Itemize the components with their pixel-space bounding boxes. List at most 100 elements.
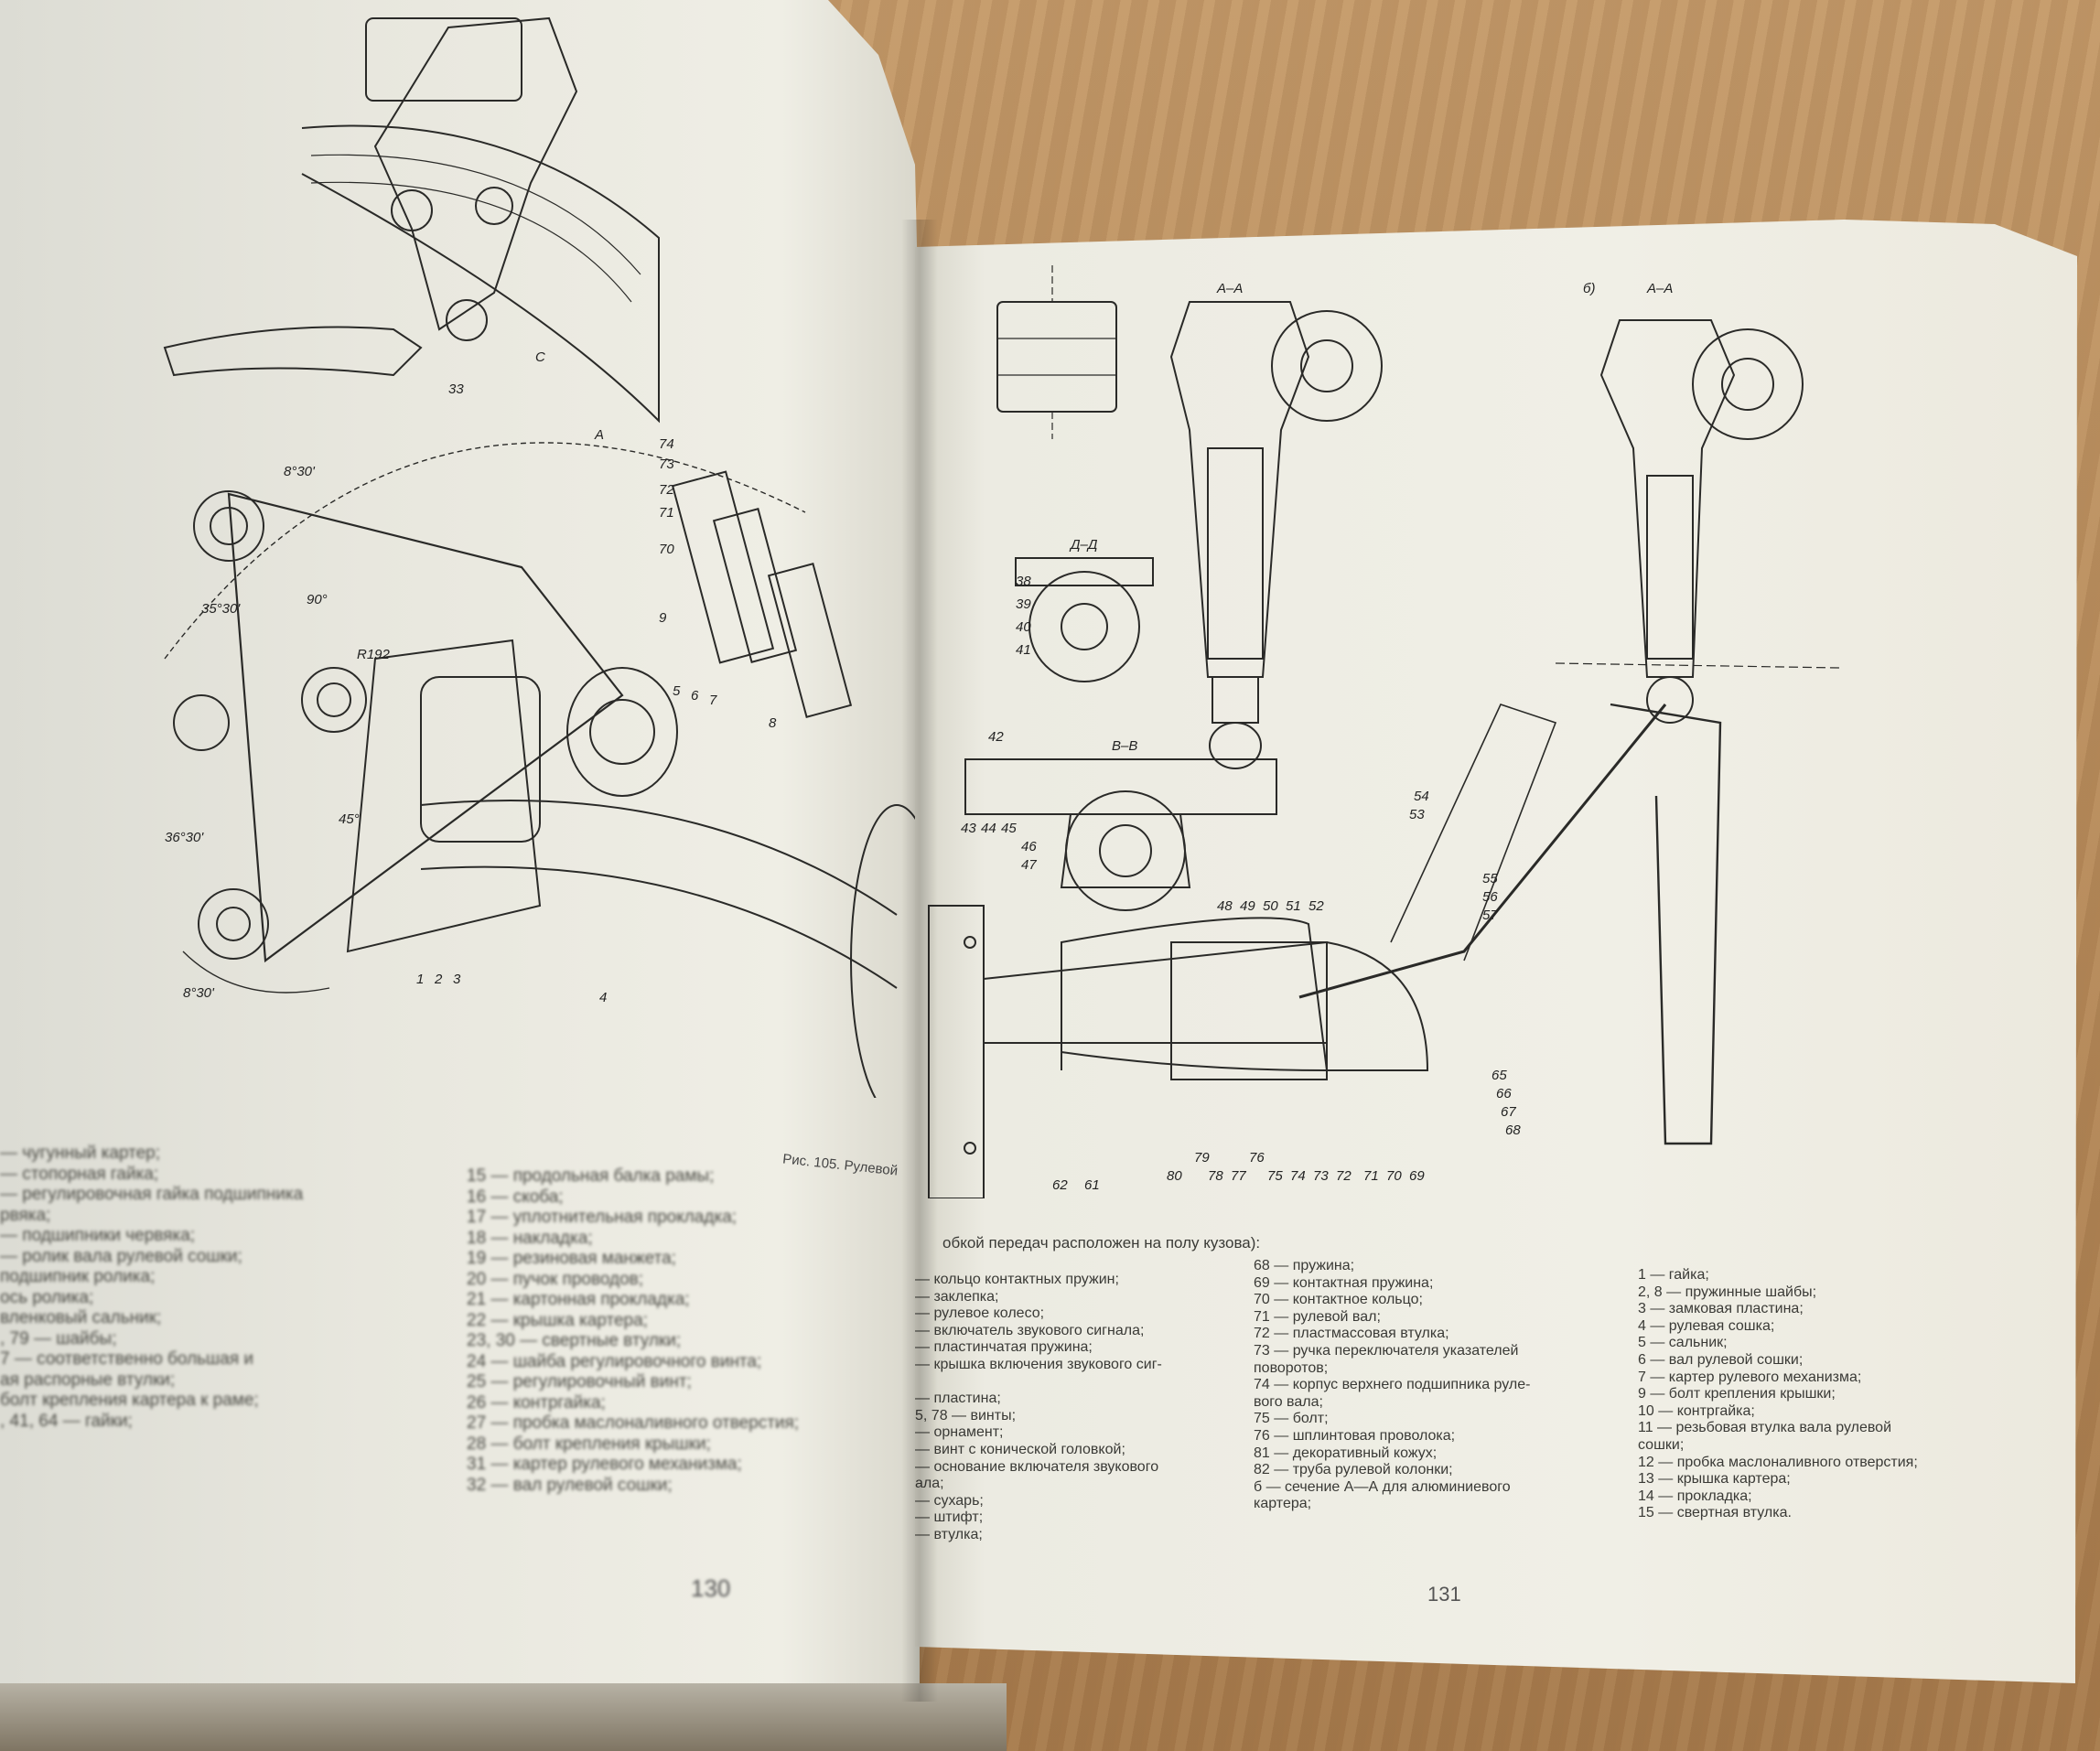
legend-line: — кольцо контактных пружин; — [915, 1272, 1119, 1287]
part-label: 61 — [1084, 1177, 1100, 1193]
part-label: 6 — [691, 688, 699, 704]
legend-line — [915, 1374, 1162, 1391]
legend-line: — стопорная гайка; — [0, 1164, 159, 1184]
part-label: 74 — [659, 436, 674, 452]
part-label: 72 — [1336, 1168, 1352, 1184]
legend-line: 82 — труба рулевой колонки; — [1254, 1462, 1453, 1478]
section-label: б) — [1583, 281, 1595, 296]
legend-column-2: 15 — продольная балка рамы; 16 — скоба; … — [467, 1166, 799, 1496]
legend-line: — орнамент; — [915, 1424, 1004, 1441]
part-label: 71 — [659, 505, 674, 521]
legend-line: — пластина; — [915, 1391, 1001, 1407]
angle-label: 8°30' — [284, 464, 316, 479]
legend-line: 23, 30 — свертные втулки; — [467, 1331, 682, 1350]
legend-line: — пластинчатая пружина; — [915, 1339, 1093, 1356]
legend-line: 73 — ручка переключателя указателей — [1254, 1342, 1519, 1359]
legend-line: 4 — рулевая сошка; — [1638, 1317, 1775, 1334]
left-technical-drawing: 33 74 73 72 71 70 9 5 6 7 8 1 2 3 4 А С … — [163, 16, 920, 1117]
legend-line: 70 — контактное кольцо; — [1254, 1292, 1423, 1308]
legend-line: 28 — болт крепления крышки; — [467, 1434, 711, 1454]
legend-line: вленковый сальник; — [0, 1308, 162, 1327]
legend-line: 11 — резьбовая втулка вала рулевой — [1638, 1420, 1891, 1436]
legend-column-1: — чугунный картер; — стопорная гайка; — … — [0, 1144, 303, 1432]
legend-line: ала; — [915, 1476, 1162, 1493]
steering-gear-drawing-left: 33 74 73 72 71 70 9 5 6 7 8 1 2 3 4 А С … — [146, 0, 920, 1117]
legend-line: сошки; — [1638, 1436, 1685, 1453]
legend-line: — винт с конической головкой; — [915, 1441, 1125, 1457]
legend-line: болт крепления картера к раме; — [0, 1391, 259, 1410]
legend-line: 5 — сальник; — [1638, 1335, 1728, 1351]
part-label: 75 — [1267, 1168, 1283, 1184]
part-label: 1 — [416, 972, 424, 987]
legend-line: 25 — регулировочный винт; — [467, 1372, 692, 1391]
legend-column-1: — кольцо контактных пружин; — заклепка; … — [915, 1272, 1162, 1544]
part-label: 7 — [709, 693, 717, 708]
part-label: 56 — [1482, 889, 1498, 905]
part-label: 65 — [1492, 1068, 1507, 1083]
legend-line: 6 — вал рулевой сошки; — [1638, 1351, 1804, 1368]
right-page: А–А Д–Д В–В б) А–А 38 39 40 41 43 44 45 … — [915, 220, 2077, 1683]
legend-line: 15 — свертная втулка. — [1638, 1505, 1792, 1521]
angle-label: 90° — [307, 592, 328, 607]
part-label: 33 — [448, 381, 464, 397]
part-label: 49 — [1240, 898, 1255, 914]
legend-line: 10 — контргайка; — [1638, 1402, 1755, 1419]
left-page: 33 74 73 72 71 70 9 5 6 7 8 1 2 3 4 А С … — [0, 0, 920, 1751]
legend-line: 12 — пробка маслоналивного отверстия; — [1638, 1454, 1918, 1470]
part-label: 52 — [1308, 898, 1324, 914]
part-label: 9 — [659, 610, 667, 626]
part-label: 72 — [659, 482, 674, 498]
legend-line: 71 — рулевой вал; — [1254, 1308, 1381, 1325]
part-label: 8 — [769, 715, 777, 731]
legend-line: 74 — корпус верхнего подшипника руле- — [1254, 1377, 1531, 1393]
part-label: 51 — [1286, 898, 1301, 914]
part-label: 3 — [453, 972, 461, 987]
part-label: 43 — [961, 821, 976, 836]
legend-line: 9 — болт крепления крышки; — [1638, 1386, 1836, 1402]
part-label: 77 — [1231, 1168, 1246, 1184]
part-label: 78 — [1208, 1168, 1223, 1184]
legend-line: — включатель звукового сигнала; — [915, 1322, 1145, 1338]
part-label: 5 — [673, 683, 681, 699]
legend-line: 24 — шайба регулировочного винта; — [467, 1351, 762, 1371]
part-label: 62 — [1052, 1177, 1068, 1193]
legend-line: вого вала; — [1254, 1393, 1323, 1410]
legend-line: 75 — болт; — [1254, 1411, 1329, 1427]
legend-column-3: 1 — гайка; 2, 8 — пружинные шайбы; 3 — з… — [1638, 1267, 1918, 1522]
legend-line: — регулировочная гайка подшипника — [0, 1185, 304, 1204]
radius-label: R192 — [357, 647, 391, 662]
legend-line: 22 — крышка картера; — [467, 1310, 648, 1330]
page-stack-shadow — [0, 1683, 1007, 1751]
part-label: 46 — [1021, 839, 1037, 854]
part-label: С — [535, 349, 545, 365]
legend-line: 26 — контргайка; — [467, 1392, 606, 1413]
legend-line: ая распорные втулки; — [0, 1370, 176, 1390]
part-label: 38 — [1016, 574, 1031, 589]
legend-line: — втулка; — [915, 1526, 983, 1542]
legend-line: 27 — пробка маслоналивного отверстия; — [467, 1413, 800, 1433]
part-label: 79 — [1194, 1150, 1210, 1166]
angle-label: 8°30' — [183, 985, 215, 1001]
legend-line: 19 — резиновая манжета; — [467, 1249, 676, 1268]
right-technical-drawing: А–А Д–Д В–В б) А–А 38 39 40 41 43 44 45 … — [928, 265, 1840, 1199]
legend-line: — основание включателя звукового — [915, 1458, 1159, 1475]
legend-line: 76 — шплинтовая проволока; — [1254, 1427, 1456, 1444]
legend-line: поворотов; — [1254, 1359, 1329, 1376]
legend-line: 32 — вал рулевой сошки; — [467, 1475, 673, 1495]
part-label: 47 — [1021, 857, 1037, 873]
legend-line: 68 — пружина; — [1254, 1258, 1355, 1273]
legend-line: , 41, 64 — гайки; — [0, 1411, 133, 1431]
part-label: 45 — [1001, 821, 1017, 836]
legend-line: ось ролика; — [0, 1287, 94, 1307]
legend-line: — штифт; — [915, 1509, 984, 1526]
section-label: Д–Д — [1069, 537, 1098, 553]
legend-line: — крышка включения звукового сиг- — [915, 1356, 1162, 1372]
legend-line: — заклепка; — [915, 1288, 999, 1305]
book-gutter-shadow — [901, 220, 938, 1702]
part-label: 39 — [1016, 596, 1031, 612]
part-label: 70 — [1386, 1168, 1402, 1184]
part-label: 76 — [1249, 1150, 1265, 1166]
angle-label: 45° — [339, 811, 360, 827]
legend-line: 17 — уплотнительная прокладка; — [467, 1208, 738, 1227]
legend-line: 16 — скоба; — [467, 1187, 564, 1207]
